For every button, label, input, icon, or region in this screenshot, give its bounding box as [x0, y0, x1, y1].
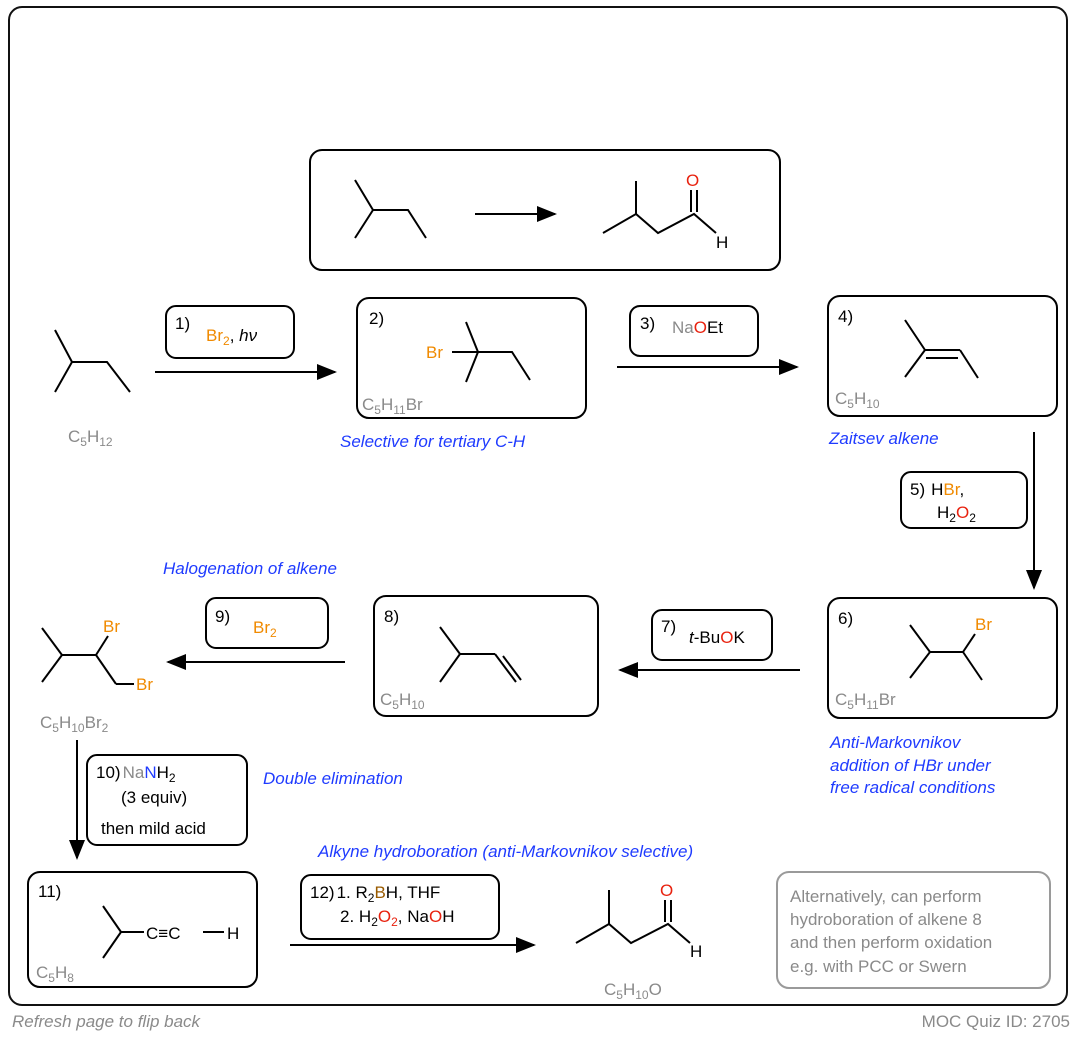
card-frame[interactable] [8, 6, 1068, 1006]
note-anti-2: addition of HBr under [830, 756, 992, 775]
note-alkyne-hydroboration: Alkyne hydroboration (anti-Markovnikov s… [317, 842, 693, 861]
quiz-id: MOC Quiz ID: 2705 [921, 1012, 1070, 1031]
svg-text:3): 3) [640, 314, 655, 333]
compound-4-box: 4) C5H10 [827, 295, 1058, 417]
start-formula: C5H12 [68, 427, 113, 449]
svg-text:NaOEt: NaOEt [672, 318, 723, 337]
svg-text:H: H [227, 924, 239, 943]
compound-11-formula: C5H8 [36, 963, 74, 985]
svg-text:Br: Br [426, 343, 443, 362]
step-7-reagent: 7) t-BuOK [651, 609, 773, 661]
note-anti-1: Anti-Markovnikov [829, 733, 962, 752]
note-anti-3: free radical conditions [830, 778, 996, 797]
summary-box: O H [309, 149, 781, 271]
svg-text:hydroboration of alkene 8: hydroboration of alkene 8 [790, 910, 982, 929]
compound-11-box: 11) C≡C H C5H8 [27, 871, 258, 988]
compound-4-formula: C5H10 [835, 389, 880, 411]
note-tertiary: Selective for tertiary C-H [340, 432, 526, 451]
svg-text:4): 4) [838, 307, 853, 326]
note-double-elim: Double elimination [263, 769, 403, 788]
compound-6-formula: C5H11Br [835, 690, 896, 712]
svg-text:Br2, hν: Br2, hν [206, 326, 258, 348]
step-1-reagent: 1) Br2, hν [165, 305, 295, 359]
product-formula: C5H10O [604, 980, 662, 1002]
summary-oxygen: O [686, 171, 699, 190]
step-5-reagent: 5)HBr, H2O2 [900, 471, 1028, 529]
compound-2-box: 2) Br C5H11Br [356, 297, 587, 419]
svg-text:Br2: Br2 [253, 618, 277, 640]
note-halogenation: Halogenation of alkene [163, 559, 337, 578]
svg-text:(3 equiv): (3 equiv) [121, 788, 187, 807]
dibromide: Br Br C5H10Br2 [40, 617, 153, 735]
final-product: O H C5H10O [575, 881, 702, 1002]
compound-6-box: 6) Br C5H11Br [827, 597, 1058, 719]
svg-text:6): 6) [838, 609, 853, 628]
svg-text:9): 9) [215, 607, 230, 626]
svg-text:12)1. R2BH, THF: 12)1. R2BH, THF [310, 883, 440, 905]
summary-start-skeleton [354, 179, 375, 239]
svg-text:then mild acid: then mild acid [101, 819, 206, 838]
svg-text:8): 8) [384, 607, 399, 626]
svg-text:11): 11) [38, 882, 61, 901]
svg-text:H: H [690, 942, 702, 961]
alternative-box: Alternatively, can perform hydroboration… [776, 871, 1051, 989]
step-12-reagent: 12)1. R2BH, THF 2. H2O2, NaOH [300, 874, 500, 940]
summary-aldehyde-h: H [716, 233, 728, 252]
note-zaitsev: Zaitsev alkene [828, 429, 939, 448]
compound-8-box: 8) C5H10 [373, 595, 599, 717]
svg-text:10)NaNH2: 10)NaNH2 [96, 763, 176, 785]
svg-text:Br: Br [136, 675, 153, 694]
svg-text:Br: Br [975, 615, 992, 634]
svg-text:Alternatively, can perform: Alternatively, can perform [790, 887, 981, 906]
dibromide-formula: C5H10Br2 [40, 713, 109, 735]
svg-text:and then perform oxidation: and then perform oxidation [790, 933, 992, 952]
svg-text:2): 2) [369, 309, 384, 328]
svg-text:H2O2: H2O2 [937, 503, 976, 525]
step-9-reagent: 9) Br2 [205, 597, 329, 649]
svg-text:2. H2O2, NaOH: 2. H2O2, NaOH [340, 907, 455, 929]
summary-product-skeleton [602, 212, 717, 235]
svg-text:e.g. with PCC or Swern: e.g. with PCC or Swern [790, 957, 967, 976]
starting-material: C5H12 [54, 329, 131, 449]
svg-text:Br: Br [103, 617, 120, 636]
svg-text:1): 1) [175, 314, 190, 333]
svg-text:t-BuOK: t-BuOK [689, 628, 745, 647]
svg-text:O: O [660, 881, 673, 900]
compound-2-formula: C5H11Br [362, 395, 423, 417]
svg-text:7): 7) [661, 617, 676, 636]
svg-text:5)HBr,: 5)HBr, [910, 480, 964, 499]
step-3-reagent: 3) NaOEt [629, 305, 759, 357]
compound-8-formula: C5H10 [380, 690, 425, 712]
svg-text:C≡C: C≡C [146, 924, 180, 943]
refresh-hint: Refresh page to flip back [12, 1012, 201, 1031]
step-10-reagent: 10)NaNH2 (3 equiv) then mild acid [86, 754, 248, 846]
